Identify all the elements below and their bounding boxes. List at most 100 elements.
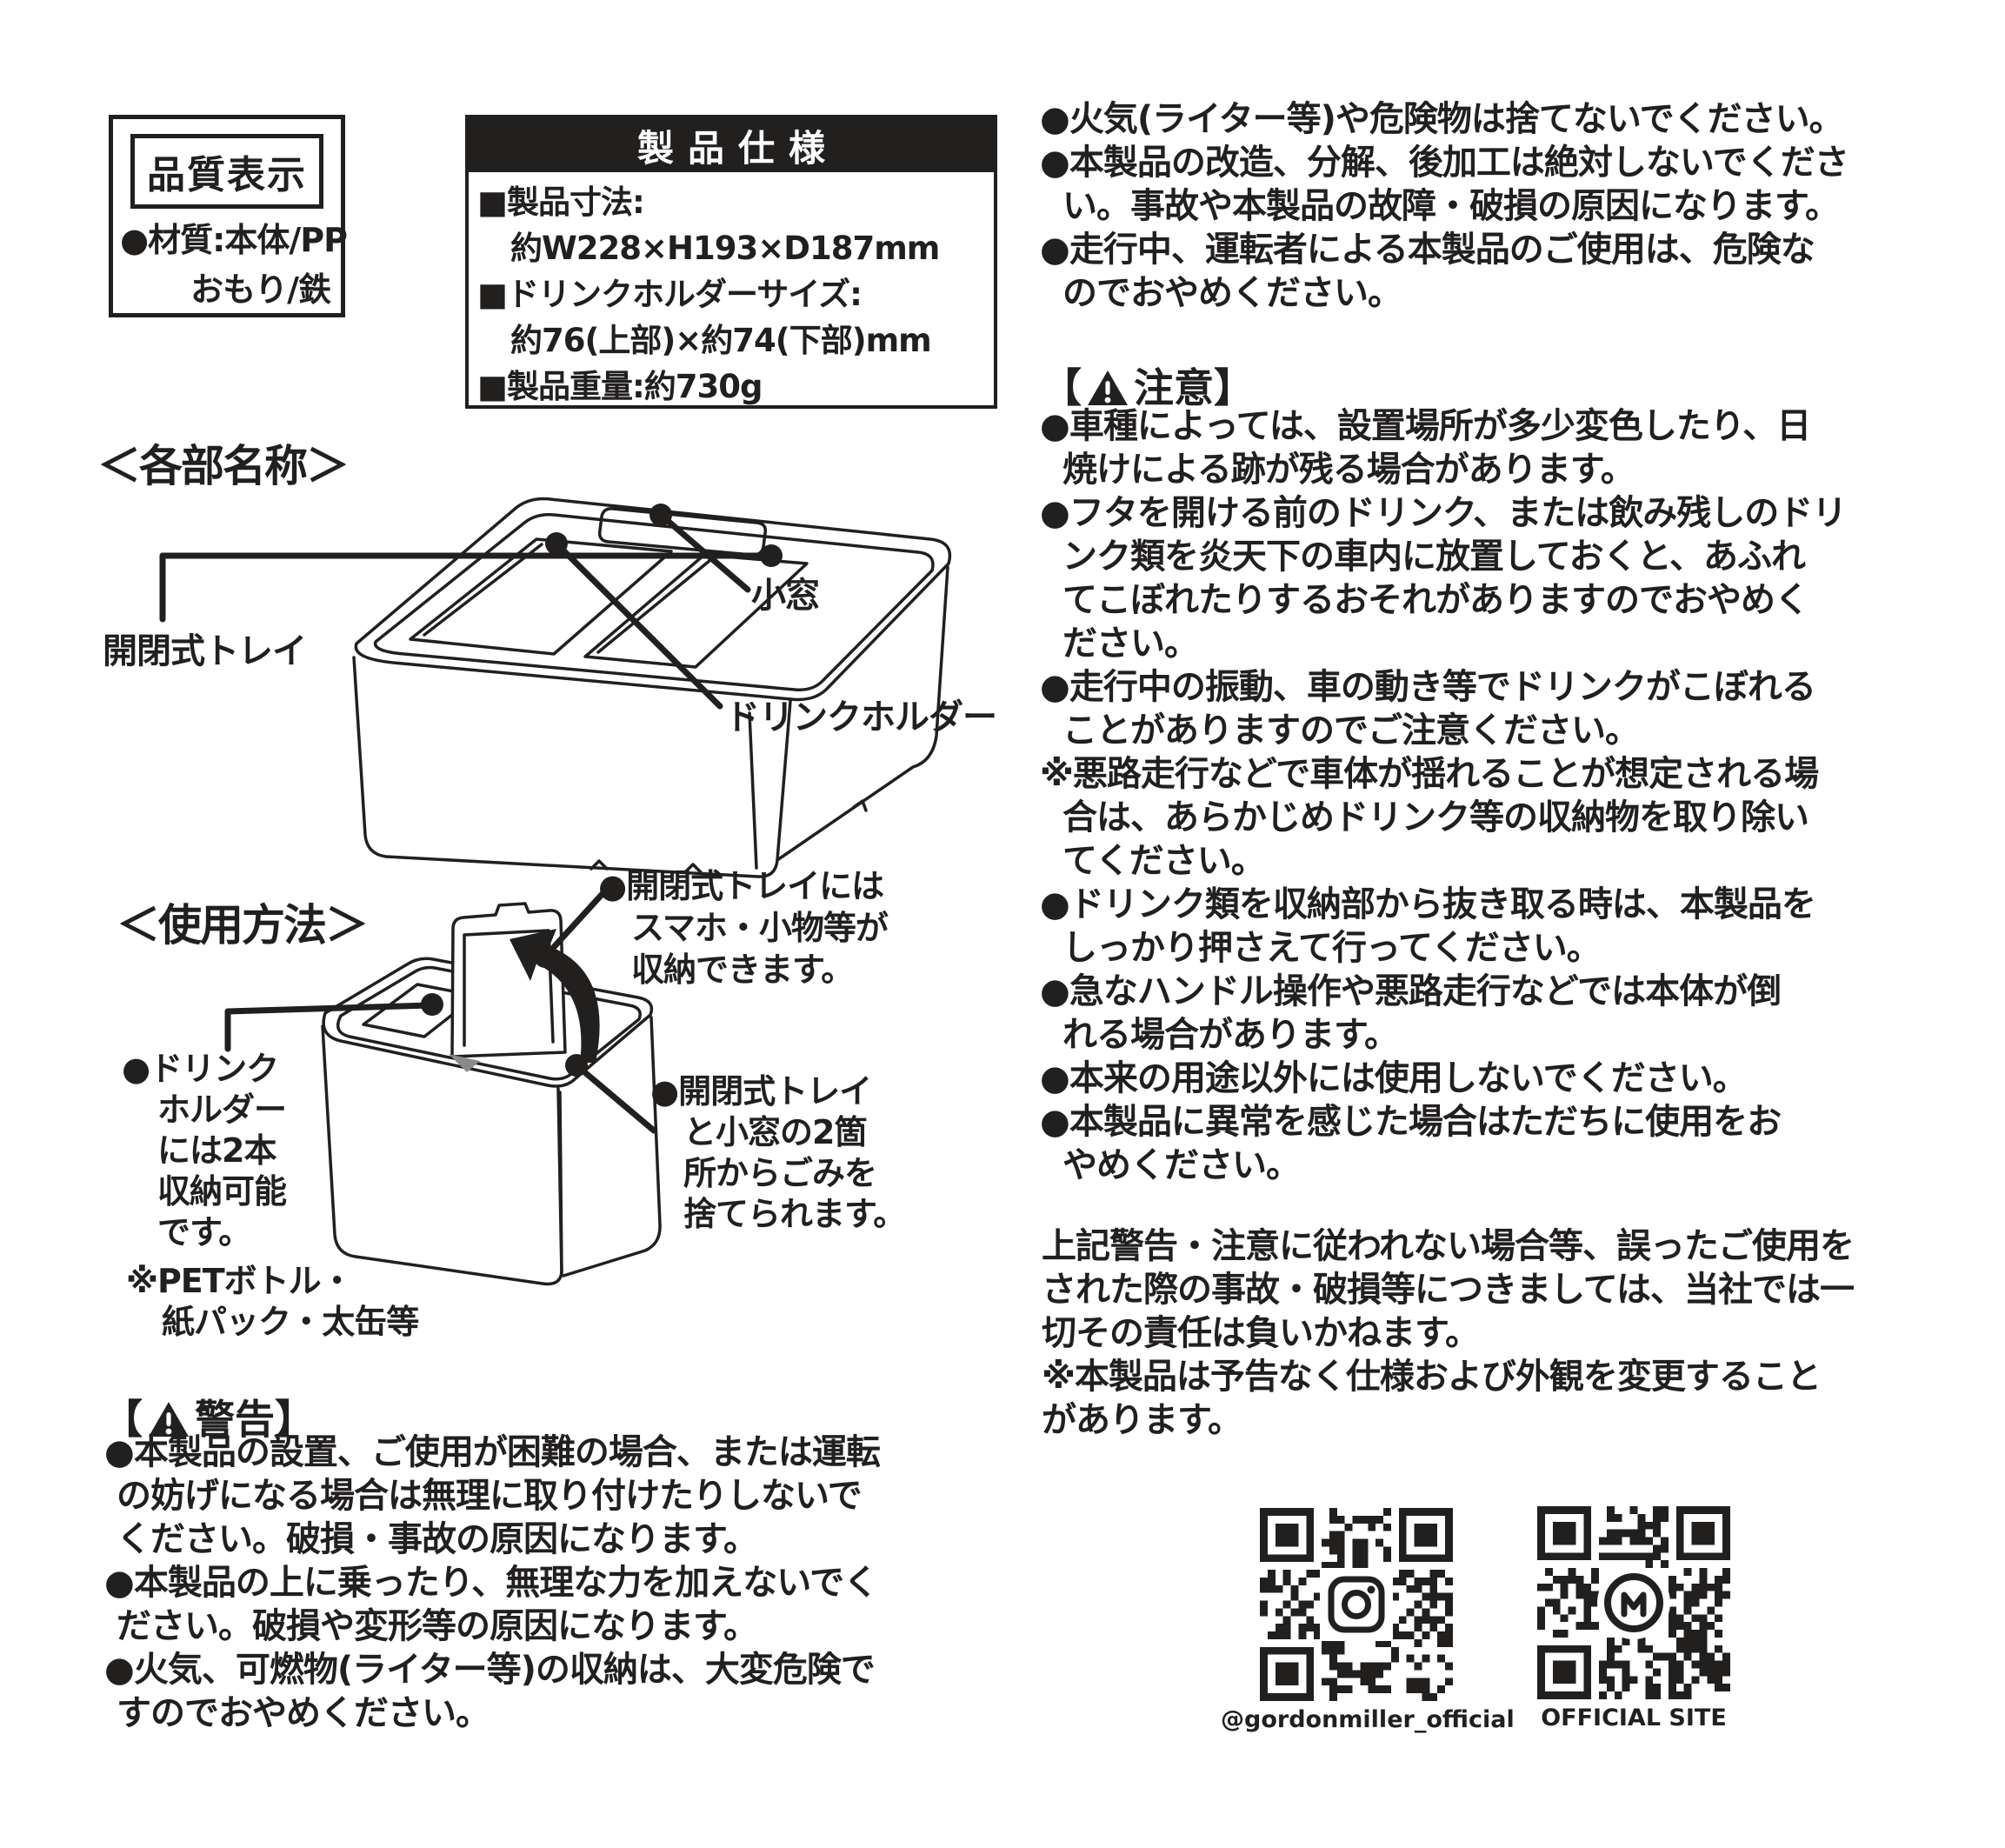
right-warning-list: ●火気(ライター等)や危険物は捨てないでください。 ●本製品の改造、分解、後加工… xyxy=(1040,97,1849,315)
open-lid-flap xyxy=(449,902,567,1072)
window-leader-line xyxy=(649,504,751,593)
warning-line: ●火気、可燃物(ライター等)の収納は、大変危険で xyxy=(104,1650,876,1690)
disclaimer-line: があります。 xyxy=(1042,1400,1242,1440)
warning-line: ●本製品の設置、ご使用が困難の場合、または運転 xyxy=(104,1432,881,1472)
note-line: ホルダー xyxy=(157,1091,287,1129)
spec-box-title: 製品仕様 xyxy=(469,118,994,172)
spec-line: ■ドリンクホルダーサイズ: xyxy=(477,276,863,313)
bracket-open: 【 xyxy=(1042,364,1082,411)
warning-triangle-icon xyxy=(148,1401,190,1438)
caution-line: ●フタを開ける前のドリンク、または飲み残しのドリ xyxy=(1040,493,1847,533)
note-line: 紙パック・太缶等 xyxy=(162,1303,419,1341)
caution-line: やめください。 xyxy=(1062,1145,1301,1185)
note-line: ●開閉式トレイには xyxy=(598,867,884,905)
disclaimer-line: された際の事故・破損等につきましては、当社では一 xyxy=(1042,1270,1855,1310)
caution-line: しっかり押さえて行ってください。 xyxy=(1062,928,1602,968)
caution-line: ●本製品に異常を感じた場合はただちに使用をお xyxy=(1040,1102,1782,1142)
warning-line: ●火気(ライター等)や危険物は捨てないでください。 xyxy=(1040,99,1844,139)
warning-line: のでおやめください。 xyxy=(1062,273,1402,313)
caution-line: ※悪路走行などで車体が揺れることが想定される場 xyxy=(1040,754,1819,794)
caution-list: ●車種によっては、設置場所が多少変色したり、日 焼けによる跡が残る場合があります… xyxy=(1040,404,1847,1187)
spec-line: 約76(上部)×約74(下部)mm xyxy=(510,322,932,359)
warning-line: ださい。破損や変形等の原因になります。 xyxy=(117,1606,758,1646)
instagram-caption: @gordonmiller_official xyxy=(1221,1706,1515,1733)
warning-line: の妨げになる場合は無理に取り付けたりしないで xyxy=(117,1476,863,1516)
disclaimer-line: 上記警告・注意に従われない場合等、誤ったご使用を xyxy=(1042,1226,1855,1266)
warning-list: ●本製品の設置、ご使用が困難の場合、または運転 の妨げになる場合は無理に取り付け… xyxy=(104,1431,881,1735)
usage-section-heading: ＜使用方法＞ xyxy=(117,900,369,951)
product-illustration-parts xyxy=(159,497,952,878)
caution-line: 合は、あらかじめドリンク等の収納物を取り除い xyxy=(1062,797,1809,837)
bracket-close: 】 xyxy=(1214,364,1254,411)
usage-note-bottle-types: ※PETボトル・ 紙パック・太缶等 xyxy=(126,1261,419,1343)
caution-line: 焼けによる跡が残る場合があります。 xyxy=(1062,450,1635,490)
parts-section-heading: ＜各部名称＞ xyxy=(97,441,350,491)
usage-note-tray-storage: ●開閉式トレイには スマホ・小物等が 収納できます。 xyxy=(598,865,889,991)
caution-line: ●ドリンク類を収納部から抜き取る時は、本製品を xyxy=(1040,884,1816,924)
warning-heading-label: 警告 xyxy=(195,1396,275,1443)
spec-list: ■製品寸法: 約W228×H193×D187mm ■ドリンクホルダーサイズ: 約… xyxy=(477,179,990,410)
disclaimer-line: 切その責任は負いかねます。 xyxy=(1042,1313,1480,1353)
holder-capacity-leader-line xyxy=(224,993,443,1052)
warning-heading: 【 警告】 xyxy=(103,1388,315,1445)
holder-leader-line xyxy=(545,532,723,710)
label-open-close-tray: 開閉式トレイ xyxy=(103,631,307,671)
caution-line: ●車種によっては、設置場所が多少変色したり、日 xyxy=(1040,406,1811,446)
caution-heading: 【 注意】 xyxy=(1042,357,1254,414)
label-drink-holder: ドリンクホルダー xyxy=(725,697,997,737)
disclaimer-line: ※本製品は予告なく仕様および外観を変更すること xyxy=(1042,1357,1822,1397)
spec-line: ■製品寸法: xyxy=(477,183,645,221)
disclaimer-paragraph: 上記警告・注意に従われない場合等、誤ったご使用を された際の事故・破損等につきま… xyxy=(1042,1224,1855,1442)
usage-note-holder-capacity: ●ドリンク ホルダー には2本 収納可能 です。 xyxy=(122,1049,287,1253)
warning-triangle-icon xyxy=(1087,370,1129,406)
caution-line: ●走行中の振動、車の動き等でドリンクがこぼれる xyxy=(1040,667,1816,707)
note-line: スマホ・小物等が xyxy=(631,909,889,947)
bracket-close: 】 xyxy=(275,1396,315,1443)
spec-box: 製品仕様 ■製品寸法: 約W228×H193×D187mm ■ドリンクホルダーサ… xyxy=(465,115,997,409)
note-line: 所からごみを xyxy=(683,1154,877,1192)
warning-line: ●本製品の上に乗ったり、無理な力を加えないでく xyxy=(104,1563,878,1603)
product-illustration-usage xyxy=(224,884,662,1286)
warning-line: すのでおやめください。 xyxy=(117,1693,490,1733)
caution-line: れる場合があります。 xyxy=(1062,1015,1399,1055)
label-small-window: 小窓 xyxy=(751,576,820,616)
note-line: には2本 xyxy=(157,1131,276,1170)
note-line: ●開閉式トレイ xyxy=(650,1072,872,1111)
warning-line: い。事故や本製品の故障・破損の原因になります。 xyxy=(1062,186,1840,226)
caution-line: ことがありますのでご注意ください。 xyxy=(1062,711,1640,751)
spec-line: 約W228×H193×D187mm xyxy=(510,230,940,267)
note-line: です。 xyxy=(157,1213,251,1251)
warning-line: ●走行中、運転者による本製品のご使用は、危険な xyxy=(1040,230,1815,270)
note-line: ※PETボトル・ xyxy=(126,1262,354,1300)
bracket-open: 【 xyxy=(103,1396,143,1443)
spec-line: ■製品重量:約730g xyxy=(477,368,763,405)
open-direction-arrow xyxy=(510,929,600,1063)
caution-line: てこぼれたりするおそれがありますのでおやめく xyxy=(1062,580,1809,620)
qr-pattern xyxy=(1260,1508,1453,1701)
gm-logo-icon xyxy=(1597,1566,1670,1639)
caution-line: てください。 xyxy=(1062,841,1266,881)
note-line: 収納できます。 xyxy=(631,951,854,989)
warning-line: ●本製品の改造、分解、後加工は絶対しないでくださ xyxy=(1040,143,1849,183)
usage-note-dispose: ●開閉式トレイ と小窓の2箇 所からごみを 捨てられます。 xyxy=(650,1071,906,1235)
note-line: 捨てられます。 xyxy=(683,1195,906,1233)
tray-storage-leader-line xyxy=(534,884,612,968)
material-line-2: おもり/鉄 xyxy=(190,270,331,309)
warning-line: ください。破損・事故の原因になります。 xyxy=(117,1519,758,1559)
caution-heading-label: 注意 xyxy=(1134,364,1214,411)
note-line: ●ドリンク xyxy=(122,1050,279,1088)
caution-line: ●急なハンドル操作や悪路走行などでは本体が倒 xyxy=(1040,971,1782,1011)
quality-label-box: 品質表示 ●材質:本体/PP おもり/鉄 xyxy=(109,115,348,317)
instagram-icon xyxy=(1320,1568,1393,1641)
caution-line: ●本来の用途以外には使用しないでください。 xyxy=(1040,1058,1748,1098)
note-line: と小窓の2箇 xyxy=(683,1113,867,1151)
tray-leader-line xyxy=(159,544,783,623)
qr-code-instagram xyxy=(1260,1508,1453,1701)
note-line: 収納可能 xyxy=(157,1172,287,1211)
quality-box-title: 品質表示 xyxy=(130,134,323,209)
caution-line: ださい。 xyxy=(1062,624,1199,664)
qr-code-official-site xyxy=(1537,1506,1730,1699)
caution-line: ンク類を炎天下の車内に放置しておくと、あふれ xyxy=(1062,537,1806,577)
dispose-leader-line xyxy=(565,1054,657,1134)
